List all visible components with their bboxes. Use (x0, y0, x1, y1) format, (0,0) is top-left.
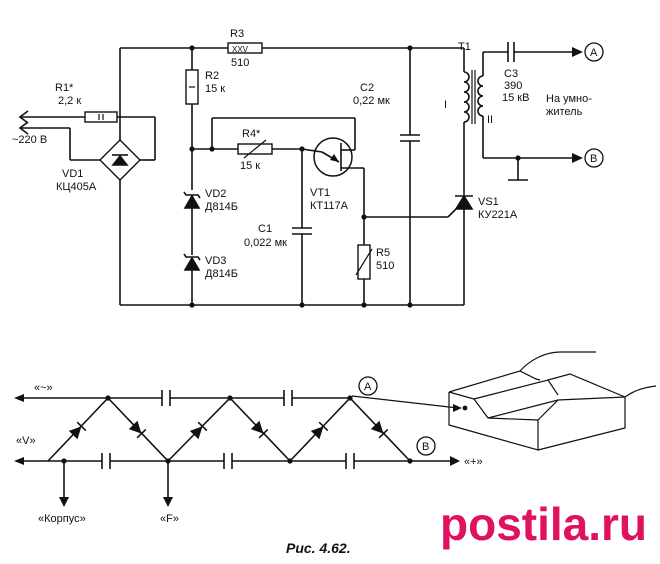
terminal-a-bottom-label: A (364, 381, 372, 393)
t1-primary: I (444, 99, 447, 111)
vs1-ref: VS1 (478, 196, 499, 208)
resistor-r2: R2 15 к (185, 69, 225, 105)
vt1-part: КТ117А (310, 200, 349, 212)
upper-capacitors (161, 390, 293, 406)
watermark-text: postila.ru (440, 498, 647, 550)
mains-label: ~220 В (12, 134, 47, 146)
r3-ref: R3 (230, 28, 244, 40)
resistor-r5: R5 510 (355, 244, 394, 280)
vd2-part: Д814Б (205, 201, 238, 213)
vd2-ref: VD2 (205, 188, 226, 200)
terminal-a-top-label: A (590, 47, 598, 59)
r5-ref: R5 (376, 247, 390, 259)
electrode-block-drawing (448, 351, 657, 451)
lower-capacitors (101, 453, 355, 469)
t1-ref: T1 (458, 41, 471, 53)
input-v-label: «V» (16, 435, 36, 447)
figure-caption: Рис. 4.62. (286, 540, 351, 556)
multiplier-circuit: «~» «V» (14, 376, 483, 525)
transformer-t1: T1 I II (444, 41, 493, 126)
r2-value: 15 к (205, 83, 225, 95)
c3-ref: C3 (504, 68, 518, 80)
r2-ref: R2 (205, 70, 219, 82)
multiplier-diodes (68, 420, 389, 440)
resistor-r3: XXV R3 510 (227, 28, 263, 69)
terminal-b-top-label: B (590, 153, 597, 165)
r1-value: 2,2 к (58, 95, 81, 107)
resistor-r4: R4* 15 к (237, 128, 273, 172)
multiplier-note-2: житель (546, 106, 583, 118)
vd1-part: КЦ405А (56, 181, 97, 193)
zener-vd3: VD3 Д814Б (183, 253, 238, 280)
terminal-a-top: A (584, 42, 604, 62)
c3-value: 390 (504, 80, 522, 92)
r4-value: 15 к (240, 160, 260, 172)
output-plus-label: «+» (464, 456, 483, 468)
terminal-b-bottom: B (416, 436, 436, 456)
zener-vd2: VD2 Д814Б (183, 188, 238, 213)
r1-ref: R1* (55, 82, 74, 94)
terminal-a-bottom: A (358, 376, 378, 396)
r5-value: 510 (376, 260, 394, 272)
f-label: «F» (160, 513, 179, 525)
r3-value: 510 (231, 57, 249, 69)
c2-value: 0,22 мк (353, 95, 390, 107)
input-ac-label: «~» (34, 382, 53, 394)
vd3-ref: VD3 (205, 255, 226, 267)
generator-circuit: ~220 В R1* 2,2 к VD1 КЦ405А (12, 28, 604, 308)
c3-voltage: 15 кВ (502, 92, 529, 104)
multiplier-note-1: На умно- (546, 93, 592, 105)
vs1-part: КУ221А (478, 209, 518, 221)
transistor-vt1: VT1 КТ117А (301, 137, 364, 212)
c1-value: 0,022 мк (244, 237, 287, 249)
thyristor-vs1: VS1 КУ221А (447, 194, 518, 221)
terminal-b-top: B (584, 148, 604, 168)
bridge-vd1: VD1 КЦ405А (56, 48, 141, 305)
c2-ref: C2 (360, 82, 374, 94)
vt1-ref: VT1 (310, 187, 330, 199)
case-label: «Корпус» (38, 513, 86, 525)
c1-ref: C1 (258, 223, 272, 235)
r4-ref: R4* (242, 128, 261, 140)
capacitor-c2: C2 0,22 мк (353, 82, 420, 142)
terminal-b-bottom-label: B (422, 441, 429, 453)
t1-secondary: II (487, 114, 493, 126)
r3-mark: XXV (232, 45, 249, 54)
resistor-r1: R1* 2,2 к (55, 82, 118, 123)
vd3-part: Д814Б (205, 268, 238, 280)
capacitor-c3: C3 390 15 кВ (502, 42, 529, 104)
vd1-ref: VD1 (62, 168, 83, 180)
